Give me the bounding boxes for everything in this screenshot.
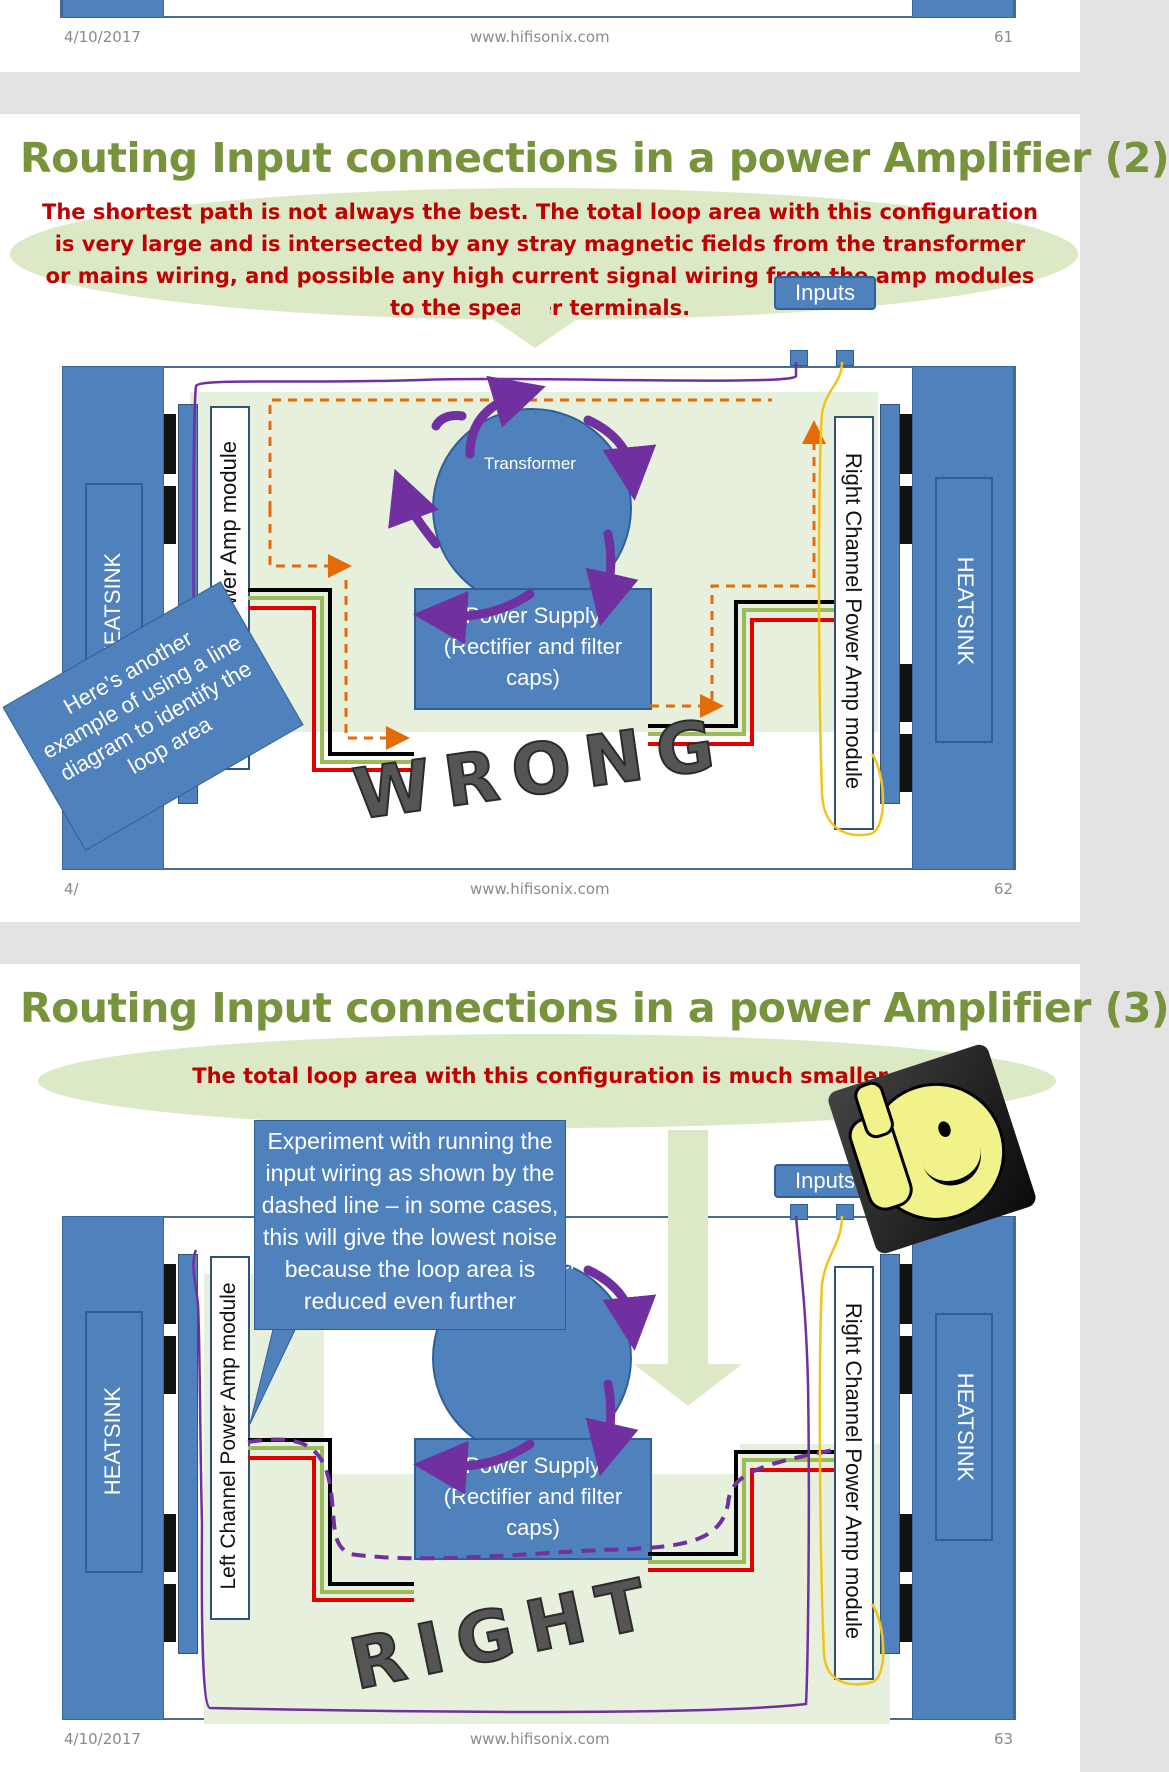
- wire-red-left: [248, 1456, 414, 1602]
- wiring-diagram-62: [192, 290, 885, 837]
- input-wire-yellow: [818, 1215, 885, 1686]
- wire-red-right: [648, 618, 834, 746]
- left-module-board: [178, 1254, 198, 1654]
- input-jack-right: [836, 1204, 854, 1220]
- psu-label-line3: caps): [506, 1515, 560, 1540]
- dashed-loop-path: [268, 398, 772, 510]
- footer-website: www.hifisonix.com: [470, 880, 610, 898]
- wire-green-right: [648, 608, 834, 736]
- transistor-fin: [164, 1336, 176, 1394]
- wire-black-left: [248, 588, 414, 756]
- suggested-dashed-path: [247, 1437, 835, 1561]
- slide-title: Routing Input connections in a power Amp…: [20, 984, 1169, 1032]
- heatsink-right-outline: [935, 477, 993, 743]
- right-amp-module: [834, 416, 874, 830]
- footer-page-number: 61: [994, 28, 1014, 46]
- transistor-fin: [164, 1514, 176, 1572]
- slide-title: Routing Input connections in a power Amp…: [20, 134, 1169, 182]
- wire-green-right: [648, 1458, 834, 1564]
- footer-date: 4/10/2017: [64, 1730, 141, 1748]
- heatsink-right: HEATSINK: [912, 366, 1014, 870]
- transistor-fin: [900, 1514, 912, 1572]
- heatsink-right: HEATSINK: [912, 1216, 1014, 1720]
- input-wire-purple: [192, 1215, 811, 1714]
- right-amp-module: [834, 1266, 874, 1680]
- footer-date: 4/10/2017: [64, 28, 141, 46]
- callout-note: Experiment with running the input wiring…: [254, 1120, 566, 1330]
- transistor-fin: [164, 1584, 176, 1642]
- wire-green-left: [248, 596, 414, 764]
- power-supply-block: Power Supply (Rectifier and filter caps): [414, 1438, 652, 1560]
- chassis-bottom-edge: [60, 0, 1016, 18]
- wire-black-right: [648, 600, 834, 728]
- slide-63: Routing Input connections in a power Amp…: [0, 964, 1169, 1772]
- dashed-loop-path: [268, 508, 352, 578]
- right-module-board: [880, 1254, 900, 1654]
- transistor-fin: [900, 414, 912, 474]
- footer-page-number: 62: [994, 880, 1014, 898]
- transistor-fin: [900, 1264, 912, 1324]
- transistor-fin: [164, 486, 176, 544]
- footer-date: 4/: [64, 880, 79, 898]
- input-jack-left: [790, 1204, 808, 1220]
- wire-green-left: [248, 1446, 414, 1594]
- transistor-fin: [164, 414, 176, 474]
- heatsink-right-edge: [912, 0, 1014, 18]
- inputs-label-box: Inputs: [774, 276, 876, 310]
- transistor-fin: [900, 1336, 912, 1394]
- magnetic-field-arrows: [413, 1265, 657, 1495]
- dashed-loop-path: [344, 580, 410, 750]
- wire-red-right: [648, 1468, 834, 1572]
- transistor-fin: [900, 486, 912, 544]
- heatsink-left-outline: [85, 1311, 143, 1573]
- slide-description: The total loop area with this configurat…: [192, 1064, 888, 1088]
- footer-website: www.hifisonix.com: [470, 28, 610, 46]
- slide-description: The shortest path is not always the best…: [42, 200, 1038, 320]
- footer-website: www.hifisonix.com: [470, 1730, 610, 1748]
- heatsink-left: HEATSINK: [62, 1216, 164, 1720]
- callout-text: Experiment with running the input wiring…: [261, 1128, 559, 1314]
- input-jack-left: [790, 350, 808, 366]
- transistor-fin: [164, 1264, 176, 1324]
- input-wire-yellow: [817, 361, 885, 837]
- heatsink-left-edge: [62, 0, 164, 18]
- psu-label-line2: (Rectifier and filter: [443, 634, 623, 659]
- input-wire-purple: [192, 362, 798, 735]
- wire-red-left: [248, 606, 414, 772]
- slide-62: Routing Input connections in a power Amp…: [0, 114, 1169, 922]
- green-arrow: [494, 290, 576, 348]
- psu-label-line3: caps): [506, 665, 560, 690]
- wire-black-left: [248, 1438, 414, 1586]
- magnetic-field-arrows: [388, 375, 657, 645]
- wiring-diagram-63: [192, 1130, 885, 1714]
- transistor-fin: [900, 734, 912, 792]
- wire-black-right: [648, 1450, 834, 1556]
- dashed-loop-path: [710, 420, 826, 700]
- heatsink-right-outline: [935, 1313, 993, 1541]
- transistor-fin: [900, 1584, 912, 1642]
- green-arrow: [634, 1130, 742, 1406]
- transistor-fin: [900, 664, 912, 722]
- input-jack-right: [836, 350, 854, 366]
- slide-61: 4/10/2017 www.hifisonix.com 61: [0, 0, 1080, 72]
- right-module-board: [880, 404, 900, 804]
- transformer-label: Transformer: [484, 454, 576, 473]
- psu-label-line2: (Rectifier and filter: [443, 1484, 623, 1509]
- footer-page-number: 63: [994, 1730, 1014, 1748]
